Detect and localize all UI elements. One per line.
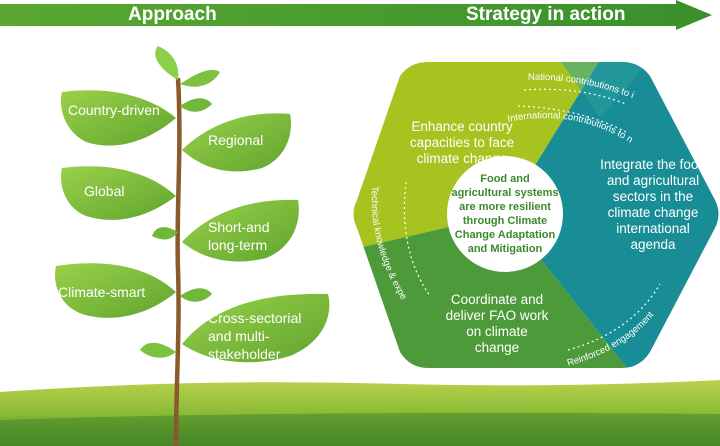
approach-cross-sectorial: Cross-sectorial and multi-stakeholder bbox=[208, 310, 302, 362]
top-leaf-left bbox=[155, 46, 179, 80]
segment-enhance-capacities: Enhance country capacities to face clima… bbox=[409, 119, 515, 166]
leaf-regional bbox=[182, 113, 291, 172]
center-circle bbox=[447, 156, 563, 272]
plant-stem bbox=[173, 77, 182, 446]
segment-integrate-agenda: Integrate the food and agricultural sect… bbox=[600, 157, 706, 252]
small-leaf-1 bbox=[180, 98, 212, 112]
approach-global: Global bbox=[84, 183, 125, 199]
header-approach: Approach bbox=[128, 4, 217, 25]
approach-country-driven: Country-driven bbox=[68, 102, 160, 118]
approach-regional: Regional bbox=[208, 132, 264, 148]
leaf-cross-sectorial bbox=[182, 293, 330, 363]
top-leaf-right bbox=[180, 69, 220, 87]
leaf-global bbox=[61, 166, 176, 220]
header-arrow bbox=[0, 0, 712, 30]
header-strategy: Strategy in action bbox=[466, 4, 626, 25]
leaf-country-driven bbox=[61, 90, 176, 146]
strategy-hexagon bbox=[353, 62, 719, 368]
approach-climate-smart: Climate-smart bbox=[58, 284, 146, 300]
leaf-short-long bbox=[182, 199, 299, 262]
approach-short-long-term: Short-and long-term bbox=[208, 219, 270, 253]
leaf-climate-smart bbox=[55, 263, 176, 318]
center-goal-text: Food and agricultural systems are more r… bbox=[451, 173, 559, 255]
segment-coordinate-deliver: Coordinate and deliver FAO work on clima… bbox=[445, 292, 549, 355]
